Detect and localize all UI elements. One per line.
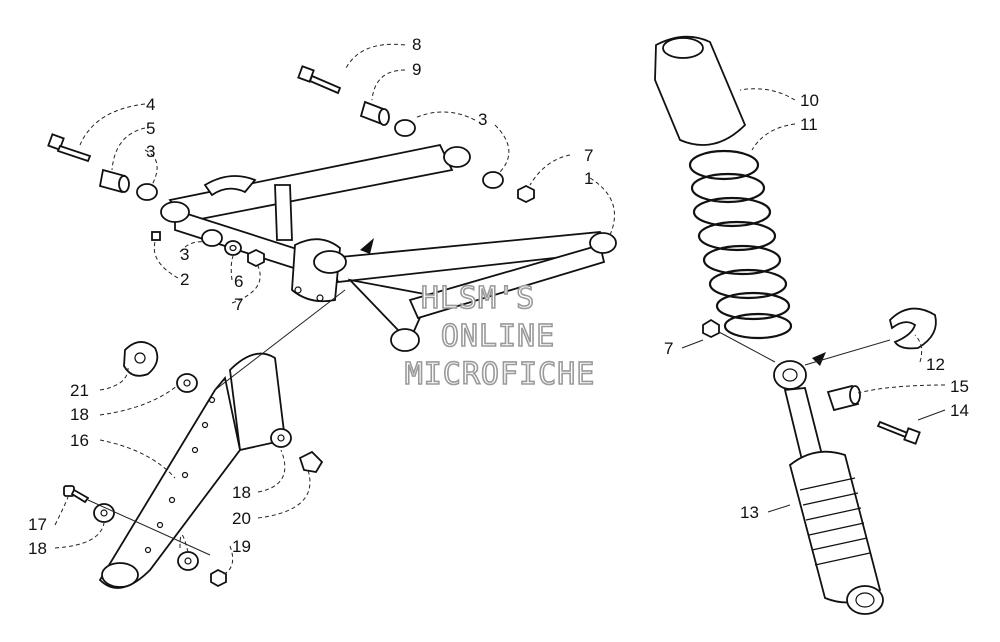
bushing-part-3-right: [482, 171, 504, 189]
watermark-line-2: ONLINE: [441, 319, 555, 354]
callout-2: 2: [180, 270, 189, 289]
callout-16: 16: [70, 431, 89, 450]
pin-part-2: [151, 231, 161, 241]
bushing-part-3-top: [394, 119, 416, 137]
callout-6: 6: [234, 272, 243, 291]
callout-3-a: 3: [146, 142, 155, 161]
limiter-strap-assembly: [63, 341, 324, 589]
callout-10: 10: [800, 91, 819, 110]
nut-part-7-right: [702, 318, 720, 339]
spring-part-11: [688, 149, 793, 340]
callout-3-c: 3: [180, 245, 189, 264]
left-hardware: [47, 133, 265, 268]
bushing-part-3-lower: [201, 229, 223, 247]
wing-nut-part-20: [298, 450, 324, 473]
callout-18-b: 18: [232, 483, 251, 502]
leader-lines: [54, 43, 946, 576]
callout-18-a: 18: [70, 405, 89, 424]
callout-15: 15: [950, 377, 969, 396]
callout-9: 9: [412, 60, 421, 79]
callout-12: 12: [926, 355, 945, 374]
nut-part-7-top: [517, 184, 535, 204]
bushing-part-5: [98, 168, 130, 194]
callout-1: 1: [584, 169, 593, 188]
watermark-line-3: MICROFICHE: [405, 357, 596, 392]
knob-part-21: [123, 341, 159, 377]
bushing-part-3-left: [136, 183, 158, 201]
washer-part-18-top: [176, 373, 198, 393]
callout-20: 20: [232, 509, 251, 528]
boot-part-10: [654, 35, 747, 146]
nut-part-19: [210, 568, 227, 588]
callout-labels: 8 9 4 5 3 3 7 1 3 2 6 7 10 11 7 12 15 14…: [28, 35, 969, 558]
washer-part-6: [224, 240, 242, 256]
washer-part-18-bottom: [177, 551, 199, 571]
strap-part-16: [98, 352, 286, 589]
shock-assembly: [654, 35, 937, 615]
watermark-line-1: HLSM'S: [421, 281, 535, 316]
bolt-part-4: [47, 133, 92, 163]
nut-part-7-left: [247, 248, 265, 268]
callout-7-b: 7: [234, 295, 243, 314]
callout-13: 13: [740, 503, 759, 522]
callout-3-b: 3: [478, 110, 487, 129]
a-arm-assembly: [160, 143, 617, 352]
bolt-part-8: [297, 65, 342, 95]
callout-5: 5: [146, 119, 155, 138]
callout-8: 8: [412, 35, 421, 54]
bushing-part-15: [826, 384, 861, 412]
callout-4: 4: [146, 95, 155, 114]
callout-14: 14: [950, 401, 969, 420]
callout-11: 11: [800, 115, 818, 134]
callout-19: 19: [232, 537, 251, 556]
bolt-part-17: [63, 485, 90, 504]
bushing-part-9: [359, 100, 390, 126]
washer-part-18-lower: [93, 503, 115, 523]
watermark: HLSM'S ONLINE MICROFICHE: [404, 280, 596, 393]
callout-7-a: 7: [584, 146, 593, 165]
callout-17: 17: [28, 515, 47, 534]
callout-18-c: 18: [28, 539, 47, 558]
washer-part-18-right: [270, 428, 292, 448]
shock-absorber-part-13: [773, 352, 884, 615]
spring-retainer-part-12: [889, 307, 937, 350]
callout-21: 21: [70, 381, 89, 400]
top-hardware: [297, 65, 535, 204]
callout-7-c: 7: [664, 339, 673, 358]
bolt-part-14: [876, 420, 921, 445]
